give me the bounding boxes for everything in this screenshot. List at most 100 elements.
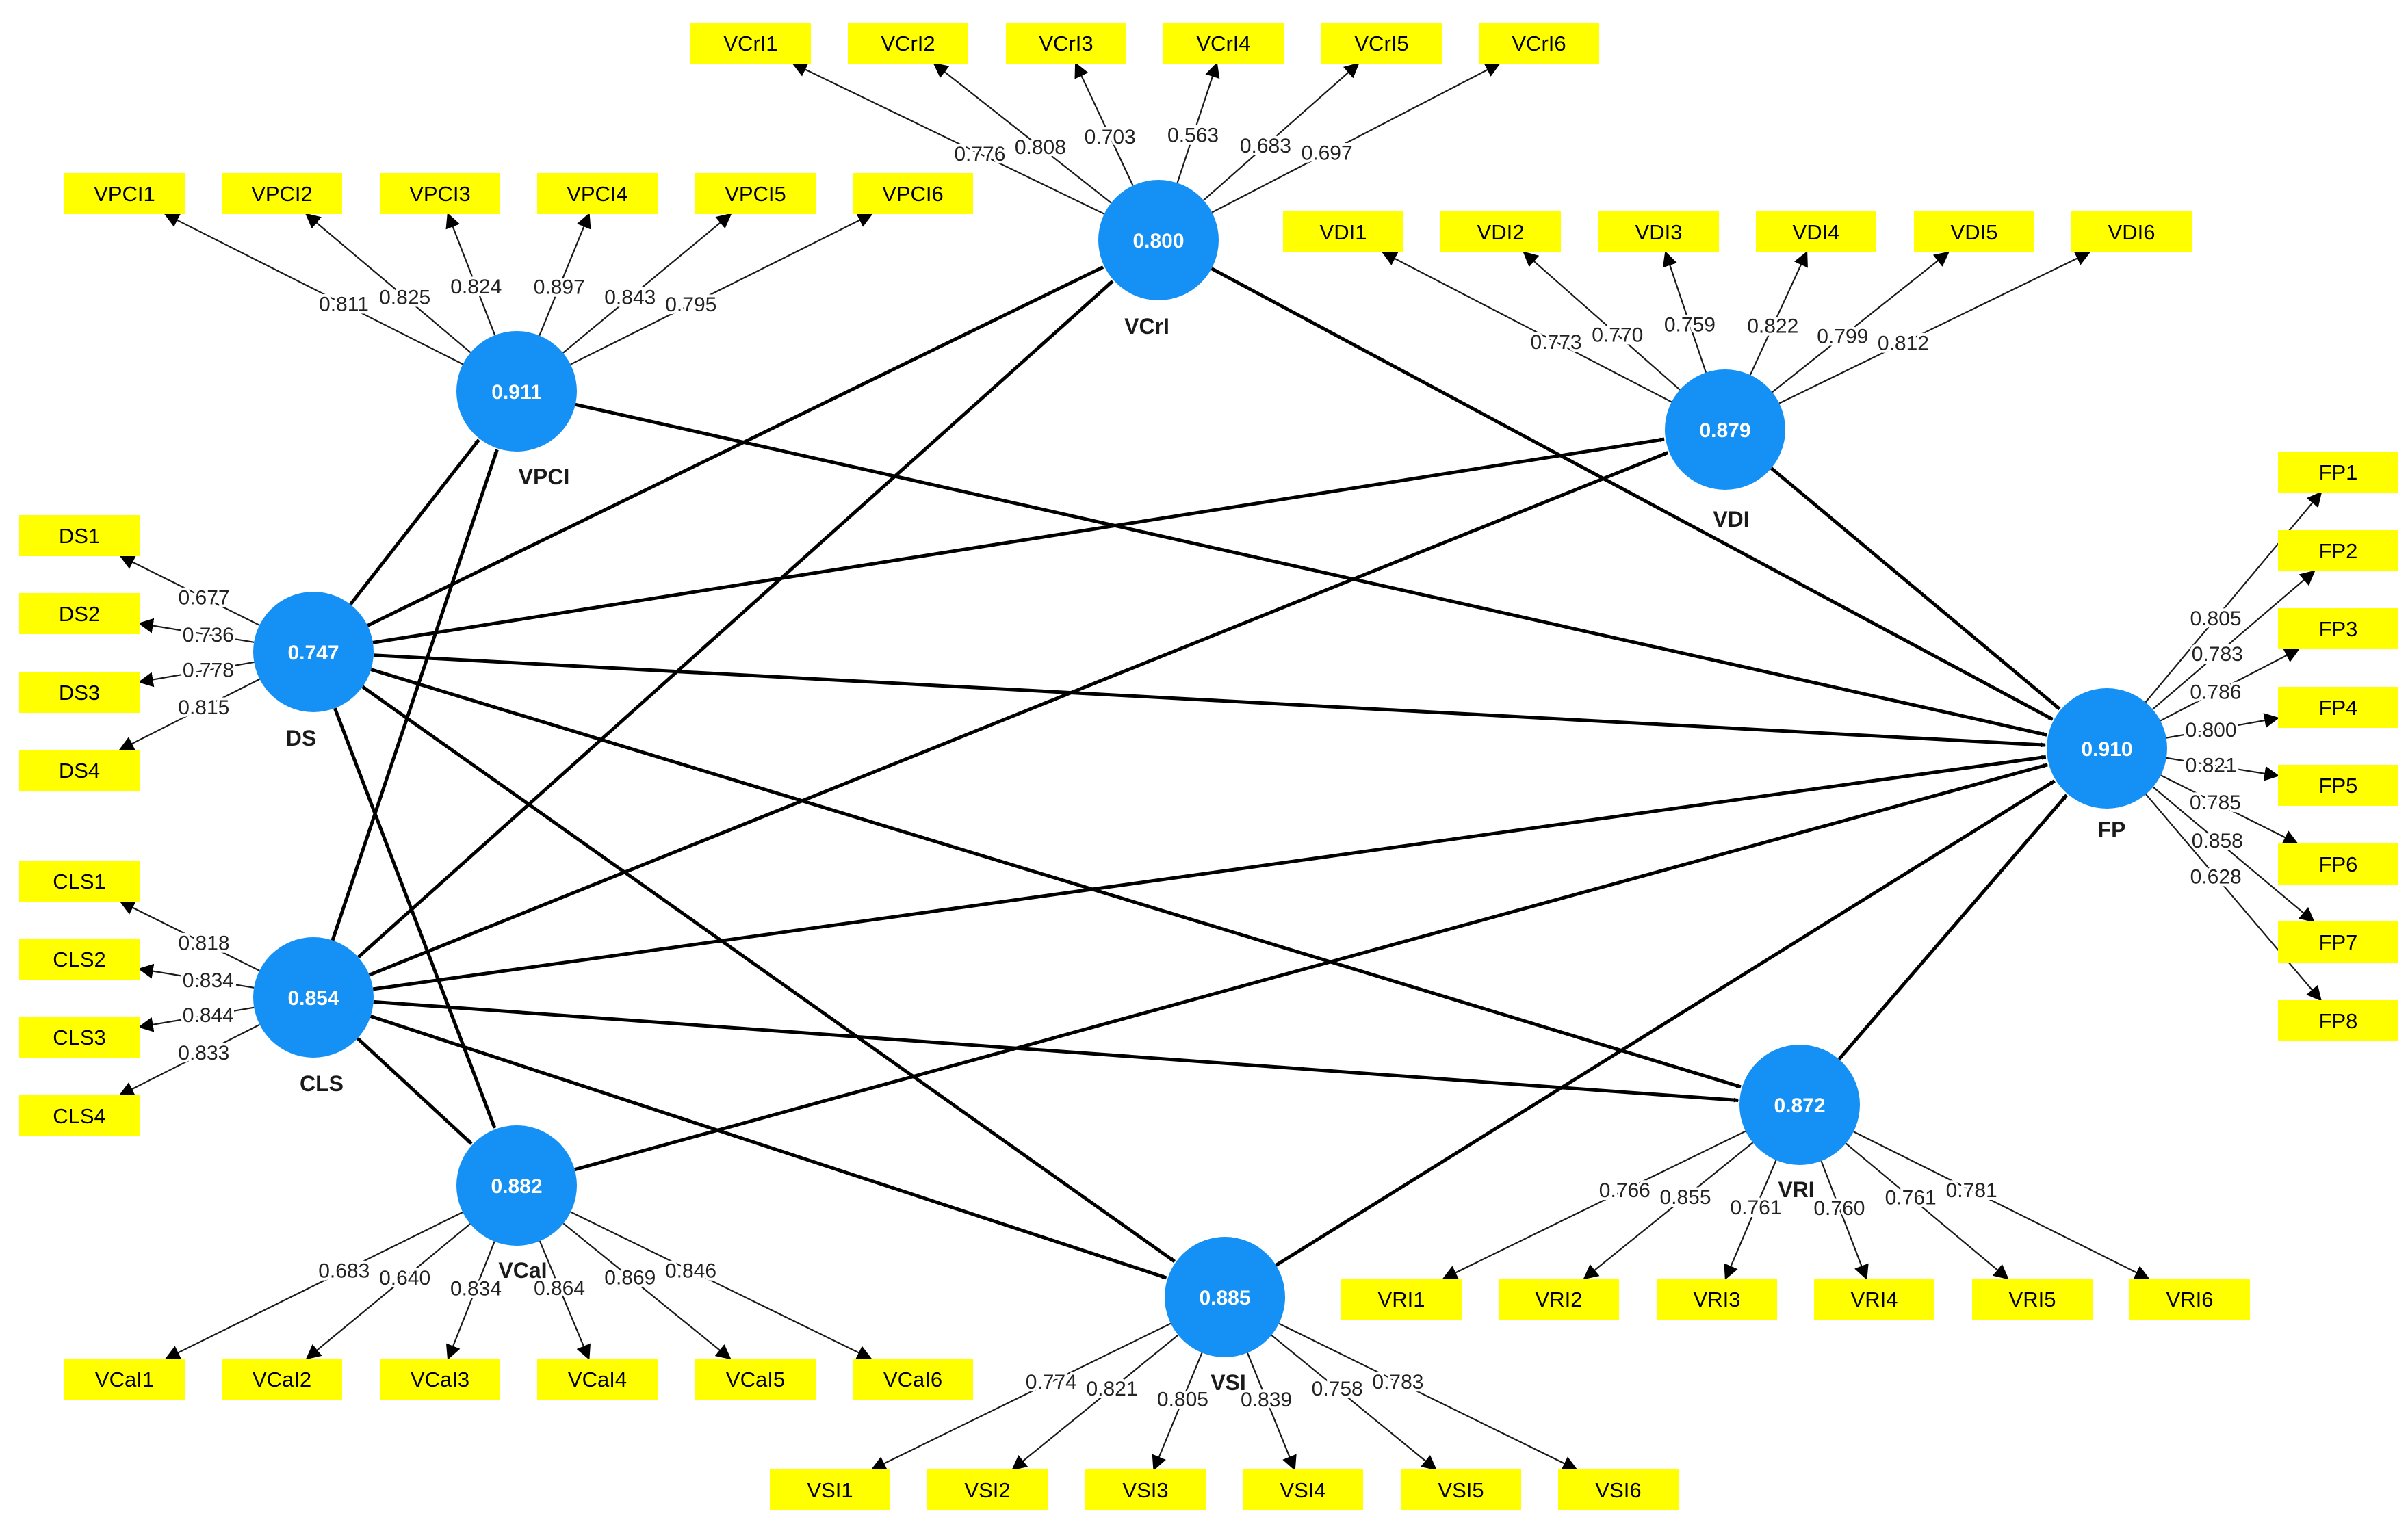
path-arrow-ds-to-vri <box>370 668 1742 1089</box>
path-arrow-vsi-to-fp <box>1275 779 2056 1267</box>
indicator-box <box>1756 211 1876 252</box>
path-arrow-ds-to-fp <box>373 653 2046 748</box>
indicator-box <box>1283 211 1403 252</box>
loading-value: 0.766 <box>1599 1179 1650 1202</box>
indicator-vcai3: VCaI3 <box>380 1359 500 1400</box>
loading-value: 0.677 <box>179 586 230 609</box>
path-arrow-ds-to-vsi <box>361 685 1176 1264</box>
construct-r-squared-value: 0.872 <box>1774 1095 1825 1117</box>
indicator-ds4: DS4 <box>19 750 140 791</box>
loading-value: 0.778 <box>183 659 234 682</box>
indicator-box <box>770 1469 890 1510</box>
indicator-ds2: DS2 <box>19 593 140 634</box>
loading-value: 0.834 <box>183 969 234 992</box>
loading-value: 0.821 <box>2186 754 2237 776</box>
indicator-vsi1: VSI1 <box>770 1469 890 1510</box>
indicator-label: DS3 <box>59 681 100 705</box>
indicator-label: VCaI3 <box>411 1368 469 1391</box>
indicator-label: VCrI6 <box>1512 31 1566 55</box>
loading-arrow-vsi6 <box>1278 1322 1578 1471</box>
loading-arrow-vpci4 <box>539 212 591 336</box>
indicator-vcri6: VCrI6 <box>1479 23 1599 64</box>
loading-arrow-vpci6 <box>570 213 873 365</box>
indicator-vdi4: VDI4 <box>1756 211 1876 252</box>
loading-arrow-ds2 <box>138 618 255 643</box>
path-arrow-vcai-to-fp <box>574 763 2048 1172</box>
indicator-vri4: VRI4 <box>1814 1279 1934 1320</box>
indicator-box <box>537 1359 658 1400</box>
loading-arrow-vdi2 <box>1523 251 1681 391</box>
loading-value: 0.736 <box>183 624 234 646</box>
indicator-box <box>222 1359 342 1400</box>
indicator-label: VPCI2 <box>251 182 313 206</box>
indicator-vri3: VRI3 <box>1657 1279 1777 1320</box>
indicator-vdi2: VDI2 <box>1440 211 1561 252</box>
loading-value: 0.808 <box>1015 136 1066 159</box>
loading-arrow-cls2 <box>138 963 255 989</box>
indicator-label: DS2 <box>59 602 100 626</box>
loading-arrow-vdi1 <box>1381 251 1672 403</box>
indicator-box <box>2071 211 2192 252</box>
path-arrow-vdi-to-fp <box>1770 467 2061 711</box>
loading-arrow-vcri6 <box>1211 62 1501 213</box>
indicator-box <box>2129 1279 2250 1320</box>
loading-value: 0.843 <box>604 287 656 309</box>
loading-value: 0.703 <box>1085 126 1136 148</box>
loading-value: 0.839 <box>1241 1389 1292 1411</box>
path-arrow-vri-to-fp <box>1837 794 2069 1060</box>
loading-arrow-vpci3 <box>445 212 496 336</box>
indicator-cls3: CLS3 <box>19 1017 140 1058</box>
loading-arrow-fp6 <box>2160 774 2299 844</box>
indicator-vdi1: VDI1 <box>1283 211 1403 252</box>
indicator-box <box>695 1359 816 1400</box>
path-arrow-cls-to-vpci <box>331 449 499 941</box>
indicator-vri1: VRI1 <box>1341 1279 1462 1320</box>
indicator-vcai5: VCaI5 <box>695 1359 816 1400</box>
indicator-box <box>64 1359 185 1400</box>
indicator-label: VSI5 <box>1438 1478 1484 1502</box>
loading-arrow-vsi4 <box>1246 1352 1297 1471</box>
loading-arrow-vri3 <box>1724 1160 1777 1281</box>
loading-value: 0.683 <box>1240 135 1291 157</box>
indicator-label: VCrI5 <box>1354 31 1408 55</box>
indicator-box <box>1006 23 1126 64</box>
loading-value: 0.773 <box>1531 331 1582 354</box>
indicator-label: VPCI6 <box>882 182 944 206</box>
loading-arrow-vcri5 <box>1203 62 1360 201</box>
indicator-ds3: DS3 <box>19 672 140 713</box>
path-arrow-cls-to-vri <box>373 999 1739 1103</box>
construct-name: CLS <box>300 1071 344 1096</box>
loading-arrow-vsi5 <box>1271 1334 1438 1471</box>
loading-value: 0.795 <box>665 293 716 316</box>
construct-name: DS <box>286 726 316 750</box>
indicator-label: FP1 <box>2319 460 2358 484</box>
indicator-box <box>1341 1279 1462 1320</box>
indicator-label: VDI4 <box>1793 220 1840 244</box>
indicator-label: VSI3 <box>1122 1478 1168 1502</box>
construct-circle <box>456 1125 577 1246</box>
indicator-box <box>853 173 973 214</box>
indicator-label: VCrI2 <box>881 31 935 55</box>
indicator-box <box>1814 1279 1934 1320</box>
loading-value: 0.776 <box>954 143 1005 166</box>
loading-value: 0.783 <box>1372 1371 1423 1393</box>
indicator-box <box>2278 452 2398 493</box>
loading-value: 0.628 <box>2190 865 2242 888</box>
loading-arrow-vpci5 <box>562 213 732 354</box>
indicator-vri2: VRI2 <box>1499 1279 1619 1320</box>
loading-arrow-vdi3 <box>1662 250 1707 373</box>
structural-paths-layer <box>331 265 2069 1280</box>
loading-arrow-vpci1 <box>164 213 463 365</box>
loading-arrow-cls4 <box>118 1023 260 1096</box>
indicator-box <box>1499 1279 1619 1320</box>
construct-r-squared-value: 0.911 <box>491 381 541 404</box>
indicator-vsi5: VSI5 <box>1401 1469 1521 1510</box>
indicator-label: FP4 <box>2319 696 2358 720</box>
indicator-vpci3: VPCI3 <box>380 173 500 214</box>
indicator-fp8: FP8 <box>2278 1000 2398 1041</box>
